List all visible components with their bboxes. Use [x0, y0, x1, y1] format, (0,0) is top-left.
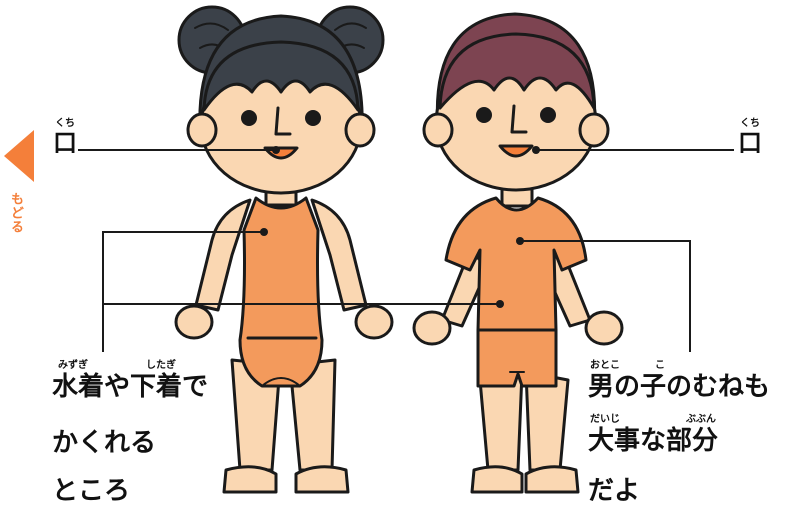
girl-figure: [174, 5, 394, 494]
back-arrow-icon[interactable]: [4, 130, 34, 182]
right-caption-ruby-ko: こ: [655, 360, 665, 371]
left-caption-line-3: ところ: [52, 476, 131, 506]
mouth-label-left: くち 口: [52, 118, 78, 156]
left-caption-ruby-mizugi: みずぎ: [58, 360, 88, 371]
right-caption-ruby-bubun: ぶぶん: [686, 414, 716, 425]
mouth-label-right: くち 口: [737, 118, 763, 156]
boy-chest-leader: [520, 240, 691, 352]
boy-chest-point: [516, 237, 524, 245]
girl-chest-leader: [102, 231, 264, 352]
right-caption-line-2: 大事な部分: [588, 426, 719, 456]
left-caption-line-1: 水着や下着で: [52, 372, 209, 402]
girl-chest-point: [260, 228, 268, 236]
left-caption-ruby-shitagi: したぎ: [146, 360, 176, 371]
leader-lines: [78, 146, 734, 352]
mouth-left-point: [272, 146, 280, 154]
mouth-label-left-text: 口: [53, 129, 77, 157]
body-point: [496, 300, 504, 308]
right-caption-ruby-otoko: おとこ: [590, 360, 620, 371]
mouth-label-left-ruby: くち: [55, 118, 75, 129]
back-button[interactable]: もどる: [0, 130, 40, 250]
mouth-label-right-text: 口: [738, 129, 762, 157]
boy-figure: [412, 12, 624, 494]
right-caption-line-3: だよ: [588, 476, 641, 506]
left-caption-line-2: かくれる: [52, 428, 157, 458]
mouth-right-point: [532, 146, 540, 154]
right-caption-line-1: 男の子のむねも: [588, 372, 771, 402]
mouth-label-right-ruby: くち: [740, 118, 760, 129]
back-button-label[interactable]: もどる: [8, 192, 23, 234]
right-caption-ruby-daiji: だいじ: [590, 414, 620, 425]
